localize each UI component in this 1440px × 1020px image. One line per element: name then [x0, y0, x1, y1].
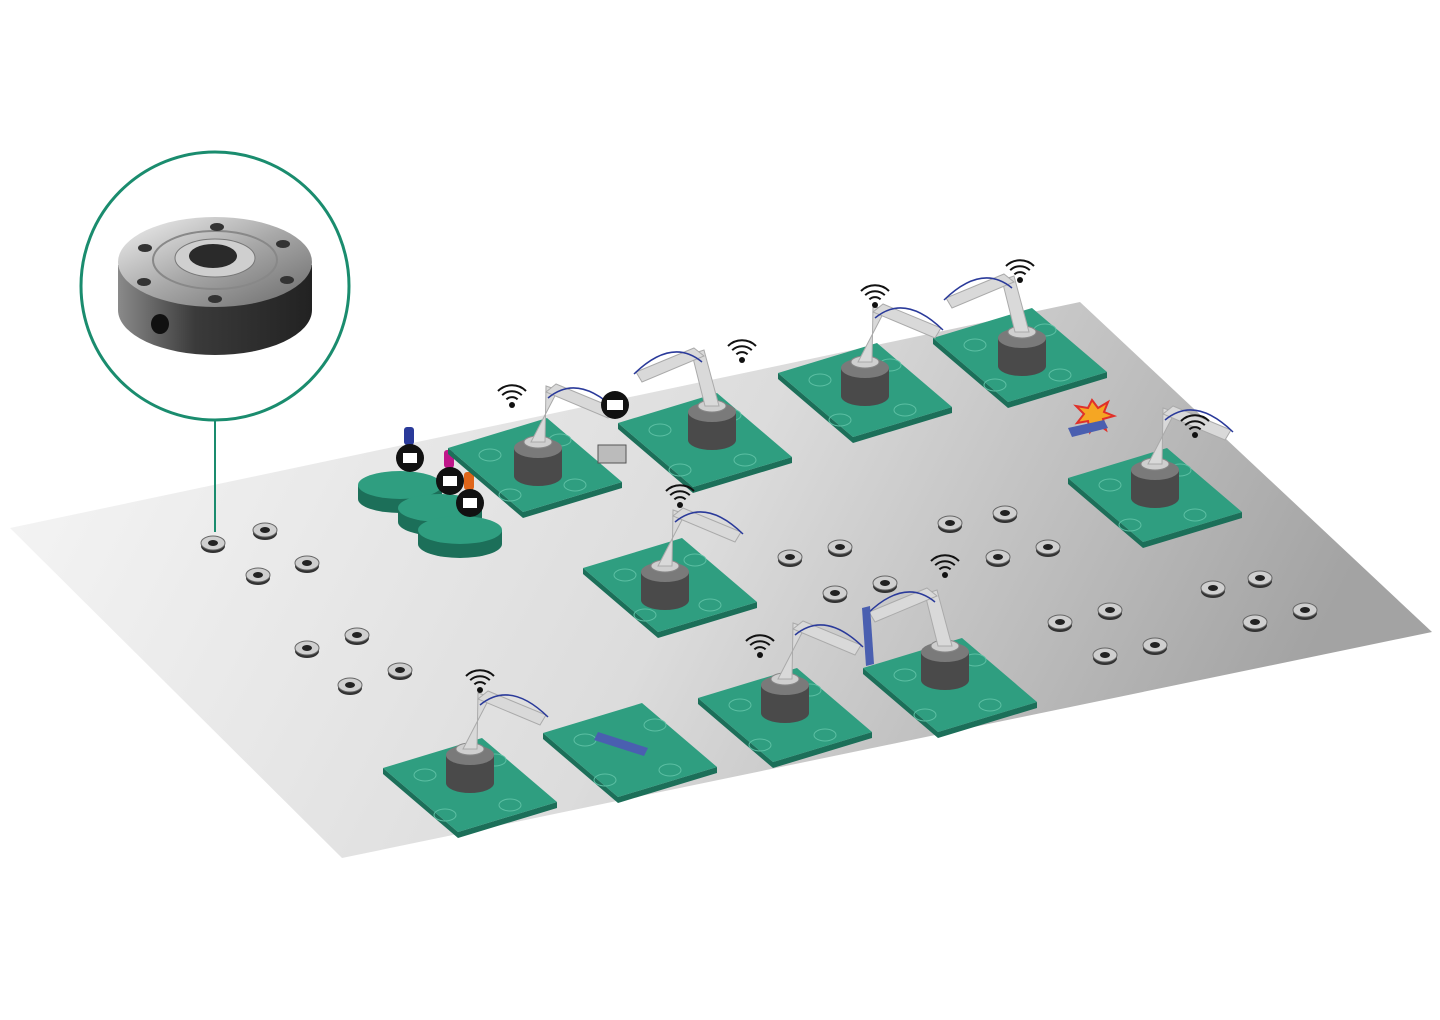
- wifi-signal-icon: [465, 669, 495, 693]
- wifi-signal-icon: [860, 284, 890, 308]
- workpiece: [862, 606, 874, 666]
- bearing: [294, 555, 320, 573]
- bearing: [1142, 637, 1168, 655]
- robot-arm: [633, 347, 736, 450]
- workpiece: [594, 732, 648, 756]
- bearing: [822, 585, 848, 603]
- paint-bottle-icon: [464, 472, 474, 490]
- bearing: [1247, 570, 1273, 588]
- bearing: [1200, 580, 1226, 598]
- bearing: [252, 522, 278, 540]
- robot-group: [446, 273, 1234, 793]
- robot-arm: [943, 273, 1046, 376]
- bearing: [1242, 614, 1268, 632]
- robot-arm: [641, 507, 744, 610]
- bearing-group: [200, 505, 1318, 695]
- robot-arm: [866, 587, 969, 690]
- wifi-signal-icon: [745, 634, 775, 658]
- robot-arm: [761, 620, 864, 723]
- bearing: [1047, 614, 1073, 632]
- wifi-signal-icon: [497, 384, 527, 408]
- gripper-device: [597, 444, 627, 464]
- bearing: [344, 627, 370, 645]
- paint-station: [418, 472, 502, 558]
- bearing: [1035, 539, 1061, 557]
- bearing: [777, 549, 803, 567]
- robot-arm: [446, 690, 549, 793]
- workpiece: [1068, 420, 1108, 437]
- bearing: [985, 549, 1011, 567]
- bearing: [387, 662, 413, 680]
- bearing-closeup-icon: [118, 217, 312, 355]
- paint-station-group: [358, 427, 502, 558]
- bearing: [1092, 647, 1118, 665]
- bearing: [245, 567, 271, 585]
- chip-icon: [601, 391, 629, 419]
- bearing: [200, 535, 226, 553]
- robot-arm: [1131, 405, 1234, 508]
- paint-bottle-icon: [404, 427, 414, 445]
- wifi-signal-icon: [930, 554, 960, 578]
- bearing: [992, 505, 1018, 523]
- robot-arm: [514, 383, 617, 486]
- bearing: [1097, 602, 1123, 620]
- wifi-signal-icon: [1180, 414, 1210, 438]
- wifi-signal-icon: [665, 484, 695, 508]
- wifi-signal-icon: [1005, 259, 1035, 283]
- bearing: [1292, 602, 1318, 620]
- wifi-signal-icon: [727, 339, 757, 363]
- bearing: [872, 575, 898, 593]
- bearing: [294, 640, 320, 658]
- wifi-group: [465, 259, 1210, 693]
- bearing: [937, 515, 963, 533]
- bearing: [337, 677, 363, 695]
- bearing: [827, 539, 853, 557]
